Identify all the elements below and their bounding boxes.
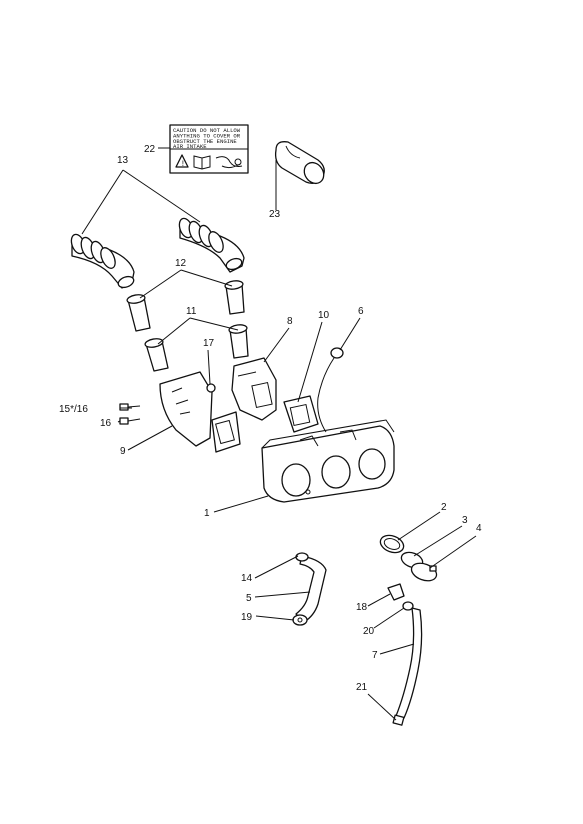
fitting-18-part <box>387 583 405 601</box>
intake-duct-left-part <box>70 233 135 289</box>
intake-duct-right-part <box>178 217 245 273</box>
callout-15-16: 15*/16 <box>59 404 88 415</box>
callout-13: 13 <box>117 155 129 166</box>
seal-2-part <box>379 534 405 554</box>
tube-12-left-part <box>126 294 151 332</box>
hose-7-part <box>395 607 423 719</box>
caution-label-part: CAUTION DO NOT ALLOW ANYTHING TO COVER O… <box>169 124 249 174</box>
caution-line-3: OBSTRUCT THE ENGINE <box>173 138 237 145</box>
warning-triangle-icon: ! <box>175 154 189 169</box>
inlet-duct-8-part <box>231 357 277 421</box>
nut-17-part <box>206 383 216 393</box>
clip-14-part <box>295 552 309 562</box>
hose-5-part <box>295 555 327 623</box>
leader-lines <box>81 147 477 721</box>
plug-21-part <box>392 714 405 726</box>
callout-labels: 22 13 23 12 11 17 8 10 6 15*/16 16 9 1 2… <box>59 144 482 693</box>
bolt-15-part <box>119 403 141 411</box>
callout-19: 19 <box>241 612 253 623</box>
bolt-16-part <box>119 417 141 425</box>
callout-23: 23 <box>269 209 281 220</box>
air-intake-hand-icon <box>215 156 243 169</box>
callout-14: 14 <box>241 573 253 584</box>
callout-12: 12 <box>175 258 187 269</box>
caution-line-4: AIR INTAKE <box>173 143 207 150</box>
callout-3: 3 <box>462 515 468 526</box>
caution-line-1: CAUTION DO NOT ALLOW <box>173 127 241 134</box>
clip-19-part <box>292 614 308 626</box>
callout-16: 16 <box>100 418 112 429</box>
callout-18: 18 <box>356 602 368 613</box>
tube-11-left-part <box>144 338 169 372</box>
callout-4: 4 <box>476 523 482 534</box>
callout-8: 8 <box>287 316 293 327</box>
callout-2: 2 <box>441 502 447 513</box>
svg-text:!: ! <box>181 160 186 169</box>
callout-7: 7 <box>372 650 378 661</box>
airbox-half-part <box>159 371 241 453</box>
callout-5: 5 <box>246 593 252 604</box>
bracket-10-part <box>283 395 319 433</box>
clip-20-part <box>402 601 414 611</box>
callout-20: 20 <box>363 626 375 637</box>
intake-elbow-part <box>274 141 325 185</box>
callout-11: 11 <box>186 306 197 317</box>
callout-9: 9 <box>120 446 126 457</box>
tube-11-right-part <box>228 324 249 359</box>
manual-book-icon <box>193 155 211 170</box>
callout-6: 6 <box>358 306 364 317</box>
caution-line-2: ANYTHING TO COVER OR <box>173 133 241 140</box>
airbox-body-part <box>261 419 395 503</box>
callout-1: 1 <box>204 508 210 519</box>
callout-17: 17 <box>203 338 215 349</box>
grommet-6-part <box>317 347 344 433</box>
callout-22: 22 <box>144 144 156 155</box>
tube-12-right-part <box>224 280 245 315</box>
callout-10: 10 <box>318 310 330 321</box>
callout-21: 21 <box>356 682 368 693</box>
